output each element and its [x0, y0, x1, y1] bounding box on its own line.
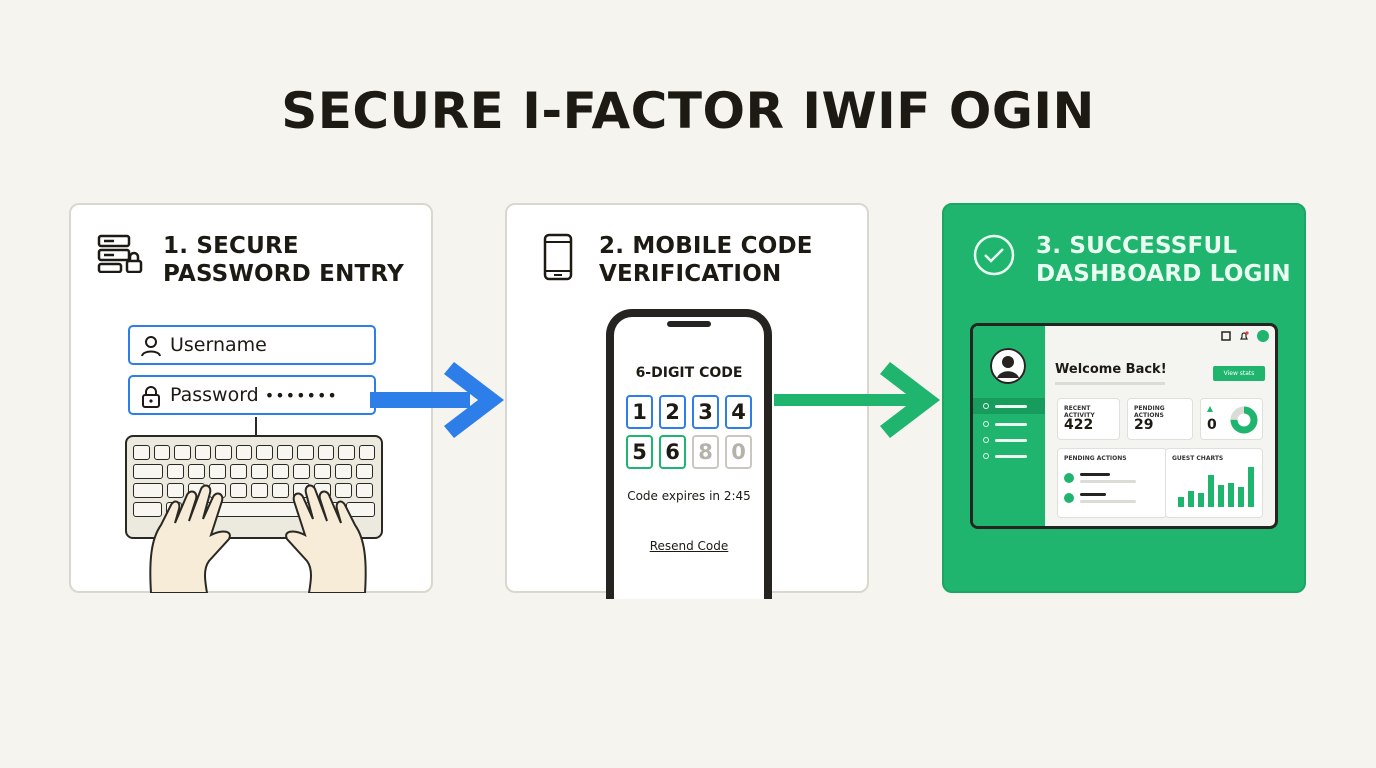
pending-actions-card[interactable]: PENDING ACTIONS 29	[1127, 398, 1193, 440]
sidebar-clock-icon	[983, 437, 989, 443]
step-1-heading-line1: 1. SECURE	[163, 233, 299, 259]
up-arrow-icon	[1207, 406, 1213, 412]
pending-actions-list-label: PENDING ACTIONS	[1064, 455, 1127, 462]
user-icon	[141, 336, 161, 357]
dashboard-topbar	[1221, 330, 1269, 342]
chart-bar	[1248, 467, 1254, 507]
code-digit[interactable]: 2	[659, 395, 686, 429]
chart-bar	[1208, 475, 1214, 507]
resend-code-link[interactable]: Resend Code	[649, 539, 729, 553]
recent-activity-value: 422	[1064, 417, 1094, 433]
chart-bar	[1238, 487, 1244, 507]
list-item	[1080, 480, 1136, 483]
chart-bar	[1198, 493, 1204, 507]
step-3-heading: 3. SUCCESSFUL DASHBOARD LOGIN	[1036, 232, 1291, 288]
chart-bar	[1228, 483, 1234, 507]
sidebar-item[interactable]	[995, 439, 1027, 442]
sidebar-item[interactable]	[995, 405, 1027, 408]
dashboard-sidebar	[973, 326, 1045, 526]
code-digits[interactable]: 1 2 3 4 5 6 8 0	[626, 395, 754, 469]
dashboard-window: Welcome Back! View stats RECENT ACTIVITY…	[970, 323, 1278, 529]
eye-badge-icon	[1064, 493, 1074, 503]
pending-actions-label: PENDING ACTIONS	[1134, 405, 1165, 419]
page-title: SECURE I-FACTOR IWIF OGIN	[281, 82, 1095, 140]
avatar	[990, 348, 1026, 384]
step-2-heading-line2: VERIFICATION	[599, 261, 782, 287]
step-2-heading-line1: 2. MOBILE CODE	[599, 233, 813, 259]
code-digit[interactable]: 8	[692, 435, 719, 469]
list-item	[1080, 493, 1106, 496]
code-digit[interactable]: 5	[626, 435, 653, 469]
lock-icon	[142, 386, 160, 408]
sidebar-user-icon	[983, 421, 989, 427]
phone-notch	[667, 321, 711, 327]
code-digit[interactable]: 4	[725, 395, 752, 429]
list-item	[1080, 500, 1136, 503]
recent-activity-label: RECENT ACTIVITY	[1064, 405, 1095, 419]
step-1-heading-line2: PASSWORD ENTRY	[163, 261, 404, 287]
welcome-text: Welcome Back!	[1055, 362, 1167, 377]
guest-charts-card[interactable]: GUEST CHARTS	[1165, 448, 1263, 518]
user-badge-icon	[1064, 473, 1074, 483]
step-3-heading-line1: 3. SUCCESSFUL	[1036, 233, 1238, 259]
sidebar-item[interactable]	[995, 423, 1027, 426]
check-circle-icon	[972, 233, 1016, 281]
list-item	[1080, 473, 1110, 476]
pending-actions-value: 29	[1134, 417, 1154, 433]
server-lock-icon	[97, 233, 143, 277]
step-dashboard-panel: 3. SUCCESSFUL DASHBOARD LOGIN	[942, 203, 1306, 593]
code-expiry-text: Code expires in 2:45	[627, 489, 751, 503]
view-stats-button[interactable]: View stats	[1213, 366, 1265, 381]
recent-activity-card[interactable]: RECENT ACTIVITY 422	[1057, 398, 1120, 440]
password-mask: •••••••	[264, 385, 338, 405]
phone-screen: 6-DIGIT CODE 1 2 3 4 5 6 8 0 Code expire…	[606, 309, 772, 599]
welcome-underline	[1055, 382, 1165, 385]
profile-dot-icon[interactable]	[1257, 330, 1269, 342]
password-field[interactable]: Password •••••••	[128, 375, 376, 415]
blue-arrow	[370, 362, 504, 438]
donut-card-value: 0	[1207, 417, 1217, 433]
code-digit[interactable]: 1	[626, 395, 653, 429]
username-label: Username	[170, 334, 267, 356]
phone-icon	[543, 233, 573, 285]
donut-card[interactable]: 0	[1200, 398, 1263, 440]
bell-icon[interactable]	[1239, 331, 1249, 341]
donut-chart	[1230, 406, 1258, 434]
sidebar-grid-icon	[983, 403, 989, 409]
step-3-heading-line2: DASHBOARD LOGIN	[1036, 261, 1291, 287]
expand-icon[interactable]	[1221, 331, 1231, 341]
pending-actions-list-card[interactable]: PENDING ACTIONS	[1057, 448, 1167, 518]
code-digit[interactable]: 0	[725, 435, 752, 469]
green-arrow	[774, 362, 940, 438]
sidebar-item[interactable]	[995, 455, 1027, 458]
typing-hands-illustration	[149, 484, 367, 593]
code-digit[interactable]: 6	[659, 435, 686, 469]
guest-charts-label: GUEST CHARTS	[1172, 455, 1224, 462]
username-field[interactable]: Username	[128, 325, 376, 365]
keyboard-cable	[255, 417, 257, 437]
password-label: Password	[170, 384, 259, 406]
sidebar-chart-icon	[983, 453, 989, 459]
step-1-heading: 1. SECURE PASSWORD ENTRY	[163, 232, 404, 288]
chart-bar	[1178, 497, 1184, 507]
step-2-heading: 2. MOBILE CODE VERIFICATION	[599, 232, 813, 288]
step-verification-panel: 2. MOBILE CODE VERIFICATION 6-DIGIT CODE…	[505, 203, 869, 599]
code-digit[interactable]: 3	[692, 395, 719, 429]
code-title: 6-DIGIT CODE	[635, 365, 743, 381]
chart-bar	[1188, 491, 1194, 507]
chart-bar	[1218, 485, 1224, 507]
